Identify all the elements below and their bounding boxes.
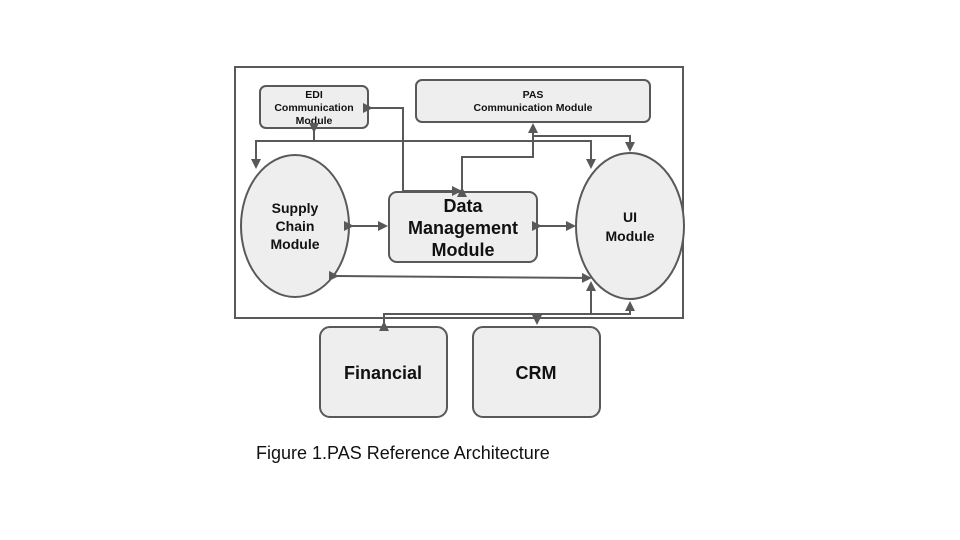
edi-label-line-2: Communication: [274, 102, 353, 114]
crm-module: CRM: [472, 326, 601, 418]
edi-label-line-1: EDI: [305, 89, 323, 101]
svg-text:Module: Module: [296, 115, 333, 127]
arrow-edi-ui: [314, 140, 596, 169]
supply-label-line-3: Module: [271, 236, 320, 252]
pas-label-line-1: PAS: [523, 89, 544, 101]
arrow-edi-dmm: [363, 103, 462, 196]
svg-text:UI: UI: [623, 209, 637, 225]
arrow-pas-ui: [533, 135, 635, 152]
supply-chain-module: Supply Chain Module: [240, 154, 350, 298]
dmm-label-line-2: Management: [408, 218, 518, 238]
svg-text:Chain: Chain: [276, 218, 315, 234]
figure-caption: Figure 1.PAS Reference Architecture: [256, 443, 550, 463]
arrow-supply-ui: [328, 270, 592, 283]
ui-label-line-1: UI: [623, 209, 637, 225]
svg-text:Data: Data: [443, 196, 483, 216]
dmm-label-line-1: Data: [443, 196, 483, 216]
crm-label: CRM: [516, 363, 557, 383]
data-management-module: Data Management Module: [388, 191, 538, 263]
svg-text:CRM: CRM: [516, 363, 557, 383]
ui-module: UI Module: [575, 152, 685, 300]
svg-text:EDI: EDI: [305, 89, 323, 101]
financial-label: Financial: [344, 363, 422, 383]
pas-label-line-2: Communication Module: [474, 102, 593, 114]
svg-text:Financial: Financial: [344, 363, 422, 383]
svg-text:Supply: Supply: [272, 200, 319, 216]
svg-text:Module: Module: [606, 228, 655, 244]
edi-communication-module: EDI Communication Module: [259, 85, 369, 129]
svg-text:Communication: Communication: [274, 102, 353, 114]
supply-label-line-1: Supply: [272, 200, 319, 216]
svg-text:Module: Module: [432, 240, 495, 260]
svg-text:Management: Management: [408, 218, 518, 238]
svg-text:Communication Module: Communication Module: [474, 102, 593, 114]
dmm-label-line-3: Module: [432, 240, 495, 260]
arrow-edi-supply: [251, 123, 319, 169]
arrow-ui-bus: [379, 301, 635, 331]
svg-text:Module: Module: [271, 236, 320, 252]
supply-label-line-2: Chain: [276, 218, 315, 234]
pas-communication-module: PAS Communication Module: [415, 79, 651, 123]
edi-label-line-3: Module: [296, 115, 333, 127]
svg-text:PAS: PAS: [523, 89, 544, 101]
financial-module: Financial: [319, 326, 448, 418]
ui-label-line-2: Module: [606, 228, 655, 244]
arrow-dmm-pas: [457, 123, 538, 197]
